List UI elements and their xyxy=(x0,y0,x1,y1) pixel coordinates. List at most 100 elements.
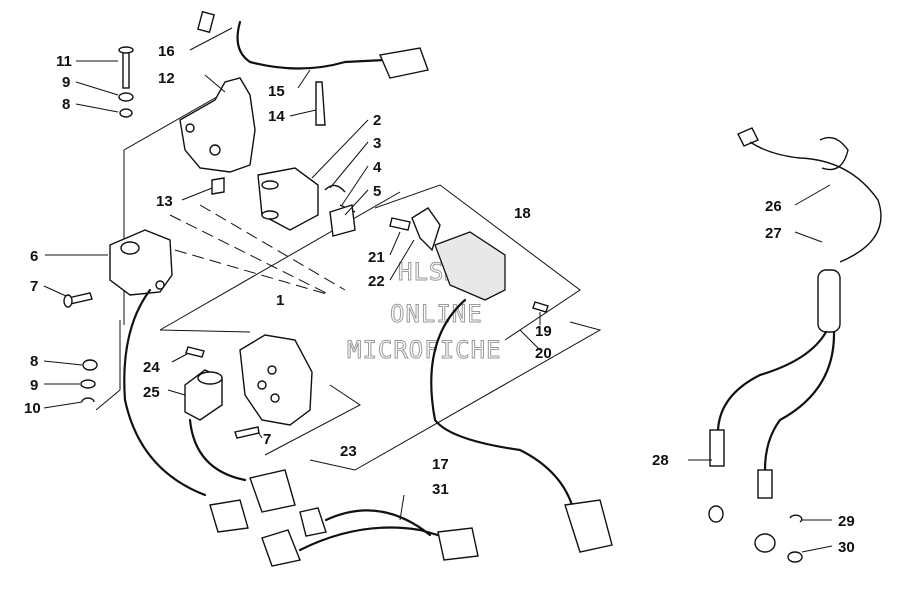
adjuster-28-right xyxy=(757,469,773,499)
terminal-16 xyxy=(197,10,215,34)
callout-9-top: 9 xyxy=(62,74,70,91)
washer-9-bottom xyxy=(80,379,96,389)
cable-26 xyxy=(749,141,882,263)
washer-30 xyxy=(787,551,803,563)
cable-27-sleeve xyxy=(817,269,841,333)
callout-8-bottom: 8 xyxy=(30,353,38,370)
callout-7-lower: 7 xyxy=(263,431,271,448)
callout-13: 13 xyxy=(156,193,173,210)
wire-17 xyxy=(430,298,574,507)
callout-22: 22 xyxy=(368,273,385,290)
callout-14: 14 xyxy=(268,108,285,125)
callout-21: 21 xyxy=(368,249,385,266)
terminal-14 xyxy=(315,81,326,126)
screw-21 xyxy=(389,217,411,231)
washer-8-top xyxy=(119,108,133,118)
callout-4: 4 xyxy=(373,159,382,176)
callout-29: 29 xyxy=(838,513,855,530)
bracket-12-boss xyxy=(209,144,221,156)
callout-16: 16 xyxy=(158,43,175,60)
callout-15: 15 xyxy=(268,83,285,100)
callout-26: 26 xyxy=(765,198,782,215)
callout-labels: 11 9 8 16 12 15 14 13 2 3 4 5 6 7 1 8 9 … xyxy=(24,43,855,556)
harness-31 xyxy=(261,507,479,567)
harness-31-wire-b xyxy=(324,509,432,537)
connector-25 xyxy=(249,469,296,513)
switch-housing-18 xyxy=(434,231,506,301)
group-6-to-8-line xyxy=(95,320,121,411)
housing-23 xyxy=(239,334,313,426)
housing-6-hole xyxy=(155,280,165,290)
callout-7-left: 7 xyxy=(30,278,38,295)
watermark-line-2: ONLINE xyxy=(390,300,483,328)
callout-9-bottom: 9 xyxy=(30,377,38,394)
callout-30: 30 xyxy=(838,539,855,556)
group-18-outline xyxy=(374,184,581,341)
callout-1: 1 xyxy=(276,292,284,309)
lever-22 xyxy=(411,207,441,252)
callout-3: 3 xyxy=(373,135,381,152)
bracket-12-hole xyxy=(185,123,195,133)
plate-5 xyxy=(329,204,356,237)
callout-5: 5 xyxy=(373,183,381,200)
adjuster-28 xyxy=(709,429,725,467)
callout-31: 31 xyxy=(432,481,449,498)
cable-26-loop xyxy=(819,136,849,171)
cable-26-end xyxy=(737,127,759,147)
callout-28: 28 xyxy=(652,452,669,469)
lock-washer-10 xyxy=(81,397,95,403)
cable-27-branch-left xyxy=(716,330,828,432)
callout-10: 10 xyxy=(24,400,41,417)
clip-13 xyxy=(211,177,225,195)
connector-6 xyxy=(209,499,249,533)
callout-27: 27 xyxy=(765,225,782,242)
callout-6: 6 xyxy=(30,248,38,265)
housing-23-stud-1 xyxy=(257,380,267,390)
cable-end-left xyxy=(708,505,724,523)
wire-6 xyxy=(123,288,207,497)
callout-25: 25 xyxy=(143,384,160,401)
group-1-outline xyxy=(123,81,401,333)
wire-15 xyxy=(236,20,387,70)
connector-15 xyxy=(379,47,429,79)
switch-block-2 xyxy=(257,167,319,231)
washer-8-bottom xyxy=(82,359,98,371)
callout-19: 19 xyxy=(535,323,552,340)
switch-block-2-boss xyxy=(261,180,279,190)
harness-31-wire-a xyxy=(298,526,457,552)
screw-7-lower xyxy=(234,426,260,439)
throttle-housing-parts xyxy=(63,46,356,403)
callout-18: 18 xyxy=(514,205,531,222)
cable-27-branch-right xyxy=(763,330,836,472)
group-23-outline xyxy=(264,384,361,456)
washer-9-top xyxy=(118,92,134,102)
connector-31-right xyxy=(437,527,479,561)
screw-19 xyxy=(532,301,549,313)
group-1-dashed-axis xyxy=(169,204,346,296)
connector-31-top xyxy=(299,507,327,537)
ferrule-29 xyxy=(754,533,776,553)
housing-6-bore xyxy=(120,241,140,255)
switch-block-2-boss-lower xyxy=(261,210,279,220)
housing-23-stud-2 xyxy=(267,365,277,375)
bolt-11 xyxy=(122,49,130,89)
callout-11: 11 xyxy=(56,53,72,70)
bracket-12 xyxy=(179,77,256,173)
leader-lines xyxy=(43,27,833,553)
center-switch-parts xyxy=(123,207,613,553)
group-17-outline xyxy=(309,321,602,471)
connector-31-left xyxy=(261,529,301,567)
screw-24 xyxy=(185,346,205,358)
watermark-line-3: MICROFICHE xyxy=(347,336,502,364)
upper-wiring xyxy=(197,10,429,126)
callout-2: 2 xyxy=(373,112,381,129)
callout-23: 23 xyxy=(340,443,357,460)
connector-17 xyxy=(564,499,613,553)
callout-8-top: 8 xyxy=(62,96,70,113)
callout-17: 17 xyxy=(432,456,449,473)
callout-12: 12 xyxy=(158,70,175,87)
bolt-11-head xyxy=(118,46,134,54)
screw-7-left-head xyxy=(63,294,73,308)
callout-24: 24 xyxy=(143,359,160,376)
